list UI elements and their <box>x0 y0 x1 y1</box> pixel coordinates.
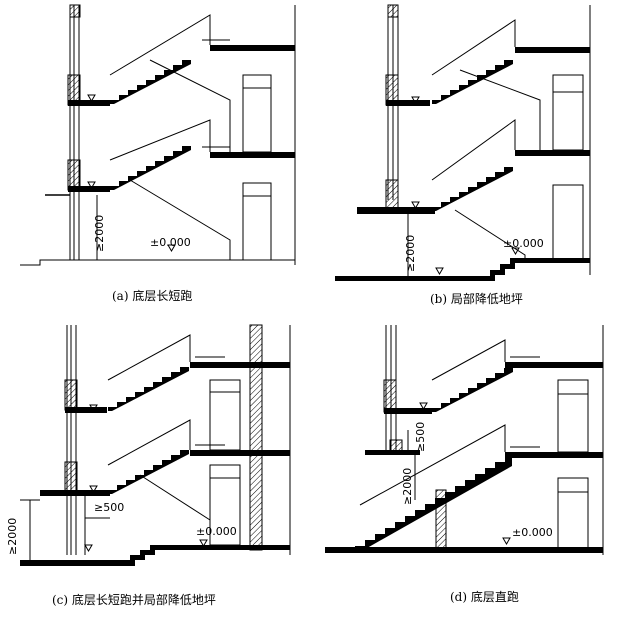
c-step-label: ≥500 <box>94 501 124 514</box>
section-b <box>335 4 591 281</box>
caption-d: (d) 底层直跑 <box>450 590 519 604</box>
c-level-label: ±0.000 <box>196 525 237 538</box>
b-level-label: ±0.000 <box>503 237 544 250</box>
section-d <box>325 325 604 555</box>
caption-c: (c) 底层长短跑并局部降低地坪 <box>52 593 216 607</box>
c-height-label: ≥2000 <box>6 518 19 555</box>
b-height-label: ≥2000 <box>404 235 417 272</box>
caption-b: (b) 局部降低地坪 <box>430 292 523 306</box>
section-a <box>20 4 296 266</box>
d-step-label: ≥500 <box>414 422 427 452</box>
d-level-label: ±0.000 <box>512 526 553 539</box>
section-c <box>20 324 291 566</box>
caption-a: (a) 底层长短跑 <box>112 289 193 303</box>
a-level-label: ±0.000 <box>150 236 191 249</box>
a-height-label: ≥2000 <box>93 215 106 252</box>
d-height-label: ≥2000 <box>401 468 414 505</box>
